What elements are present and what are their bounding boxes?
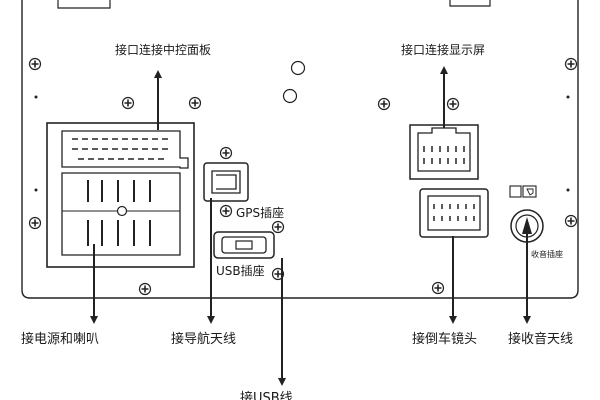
screw-icon [271, 220, 285, 234]
panel-dots [34, 95, 570, 192]
label-gps-antenna: 接导航天线 [171, 331, 236, 347]
top-mount-tabs [57, 0, 491, 9]
gps-socket [203, 162, 249, 202]
screw-icon [219, 204, 233, 218]
screw-icon [188, 96, 202, 110]
screw-icon [138, 282, 152, 296]
radio-antenna-socket [509, 185, 544, 243]
screw-icon [377, 97, 391, 111]
leader-arrows [90, 66, 531, 386]
screw-icon [446, 97, 460, 111]
label-radio-antenna: 接收音天线 [508, 331, 573, 347]
screw-icon [564, 214, 578, 228]
screw-icon [271, 267, 285, 281]
label-control-panel: 接口连接中控面板 [115, 42, 211, 57]
screw-icon [564, 57, 578, 71]
reverse-camera-connector [419, 188, 489, 238]
label-radio-socket: 收音插座 [531, 249, 563, 259]
label-usb-socket: USB插座 [216, 263, 265, 278]
display-connector [409, 124, 479, 180]
iso-power-speaker-connector [46, 122, 195, 268]
label-usb-cable: 接USB线 [240, 390, 293, 400]
label-reverse-camera: 接倒车镜头 [412, 331, 477, 347]
screw-icon [28, 216, 42, 230]
screw-icon [121, 96, 135, 110]
label-display: 接口连接显示屏 [401, 42, 485, 57]
usb-socket [213, 231, 275, 259]
label-power-speaker: 接电源和喇叭 [21, 331, 99, 347]
back-panel-outline [21, 0, 579, 299]
screw-icon [431, 281, 445, 295]
screw-icon [28, 57, 42, 71]
mounting-holes [282, 60, 306, 104]
label-gps-socket: GPS插座 [236, 205, 284, 220]
screw-icon [219, 146, 233, 160]
